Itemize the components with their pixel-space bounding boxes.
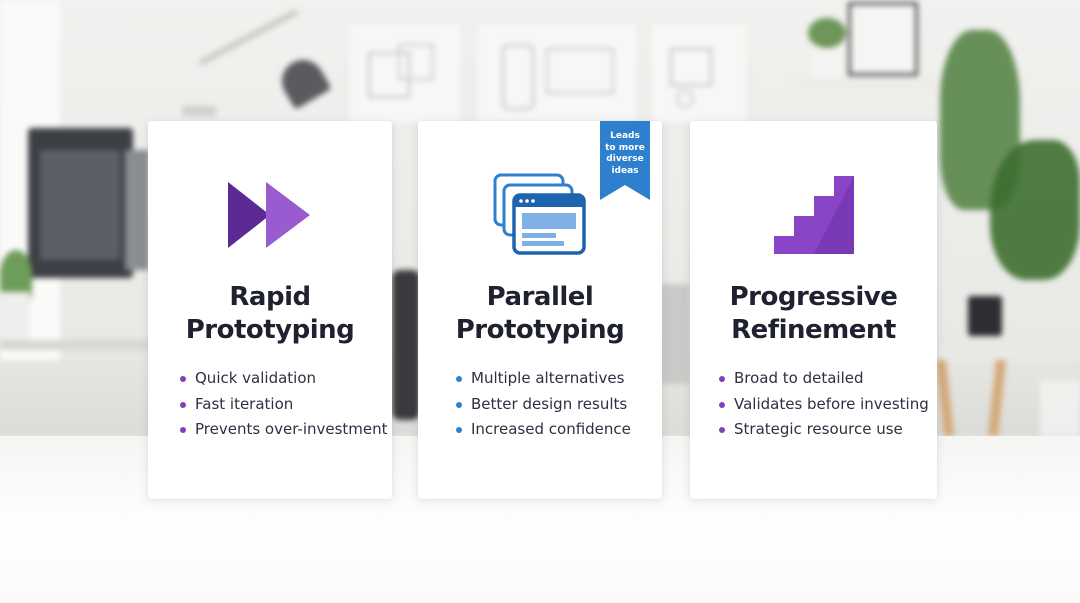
ribbon-label-line: diverse [606,154,644,164]
shelf-plant [808,18,846,48]
ribbon-label-line: to more [605,142,645,153]
bullet-item: Better design results [456,392,631,418]
bullet-dot-icon [180,427,186,433]
bullet-text: Multiple alternatives [471,369,625,387]
floor-pot [1040,380,1080,436]
card-title-line: Prototyping [185,315,355,345]
card-icon-wrapper [418,171,662,259]
bullet-dot-icon [719,401,725,408]
wall-sketch-3 [650,22,748,124]
card-title-line: Progressive [729,282,898,312]
background-cabinet [660,284,690,384]
bullet-item: Fast iteration [180,392,388,418]
ribbon-shape-icon [600,121,650,200]
wall-sketch-2-drawing [502,44,614,110]
bullet-item: Multiple alternatives [456,366,631,392]
card-progressive-refinement: Progressive Refinement Broad to detailed… [690,121,937,499]
card-parallel-prototyping: Leads to more diverse ideas Parallel Pro… [418,121,662,499]
card-title-line: Rapid [229,282,311,312]
lamp-base [182,106,216,116]
pot-left [0,292,30,340]
card-title-line: Parallel [486,282,594,312]
bullet-dot-icon [719,376,725,382]
side-table-leg [988,360,1006,436]
fast-forward-icon [228,182,310,248]
lamp-arm [198,8,299,66]
side-table [936,346,1080,360]
lamp-head [274,52,332,110]
bullet-item: Prevents over-investment [180,417,388,443]
bullet-item: Increased confidence [456,417,631,443]
pen-cup [968,296,1002,336]
bullet-dot-icon [456,376,462,382]
bullet-dot-icon [180,401,186,408]
bullet-item: Quick validation [180,366,388,392]
wall-sketch-3-drawing [670,48,712,108]
bullet-text: Quick validation [195,369,317,387]
side-table-leg [936,360,954,436]
card-bullet-list: Quick validation Fast iteration Prevents… [180,366,388,443]
wall-sketch-2 [476,22,638,124]
bullet-dot-icon [456,401,462,408]
desk-monitor-side [125,150,149,270]
card-bullet-list: Multiple alternatives Better design resu… [456,366,631,443]
card-title-line: Refinement [731,315,896,345]
bullet-text: Better design results [471,394,628,413]
wall-sketch-1 [348,22,462,124]
bullet-text: Strategic resource use [734,420,903,438]
card-bullet-list: Broad to detailed Validates before inves… [719,366,929,443]
bookmark-ribbon: Leads to more diverse ideas [600,121,650,200]
ribbon-label-line: ideas [611,165,639,176]
bullet-dot-icon [719,427,725,433]
plant-left [0,250,32,300]
wall-picture-frame [848,2,918,76]
bullet-text: Broad to detailed [734,369,864,387]
bullet-text: Prevents over-investment [195,420,388,438]
staircase-icon [773,176,854,254]
card-title-line: Prototyping [455,315,625,345]
bullet-text: Validates before investing [734,394,929,413]
bullet-item: Strategic resource use [719,417,929,443]
bullet-text: Increased confidence [471,420,631,438]
desk-monitor-screen [40,150,120,260]
card-icon-wrapper [690,171,937,259]
bullet-item: Broad to detailed [719,366,929,392]
card-rapid-prototyping: Rapid Prototyping Quick validation Fast … [148,121,392,499]
card-title: Rapid Prototyping [154,281,386,347]
wall-sketch-1-drawing [368,44,434,98]
shelf-pot [812,44,842,80]
stacked-windows-icon [493,173,586,255]
bullet-text: Fast iteration [195,394,294,413]
back-desk [0,340,150,350]
bullet-dot-icon [456,427,462,433]
floor-plant [990,140,1080,280]
wall-shelf [795,80,955,90]
office-chair [392,270,420,420]
card-title: Progressive Refinement [696,281,931,347]
ribbon-label-line: Leads [610,131,640,141]
card-title: Parallel Prototyping [424,281,656,347]
bullet-item: Validates before investing [719,392,929,418]
card-icon-wrapper [148,171,392,259]
ribbon-label: Leads to more diverse ideas [600,131,650,177]
bullet-dot-icon [180,376,186,382]
